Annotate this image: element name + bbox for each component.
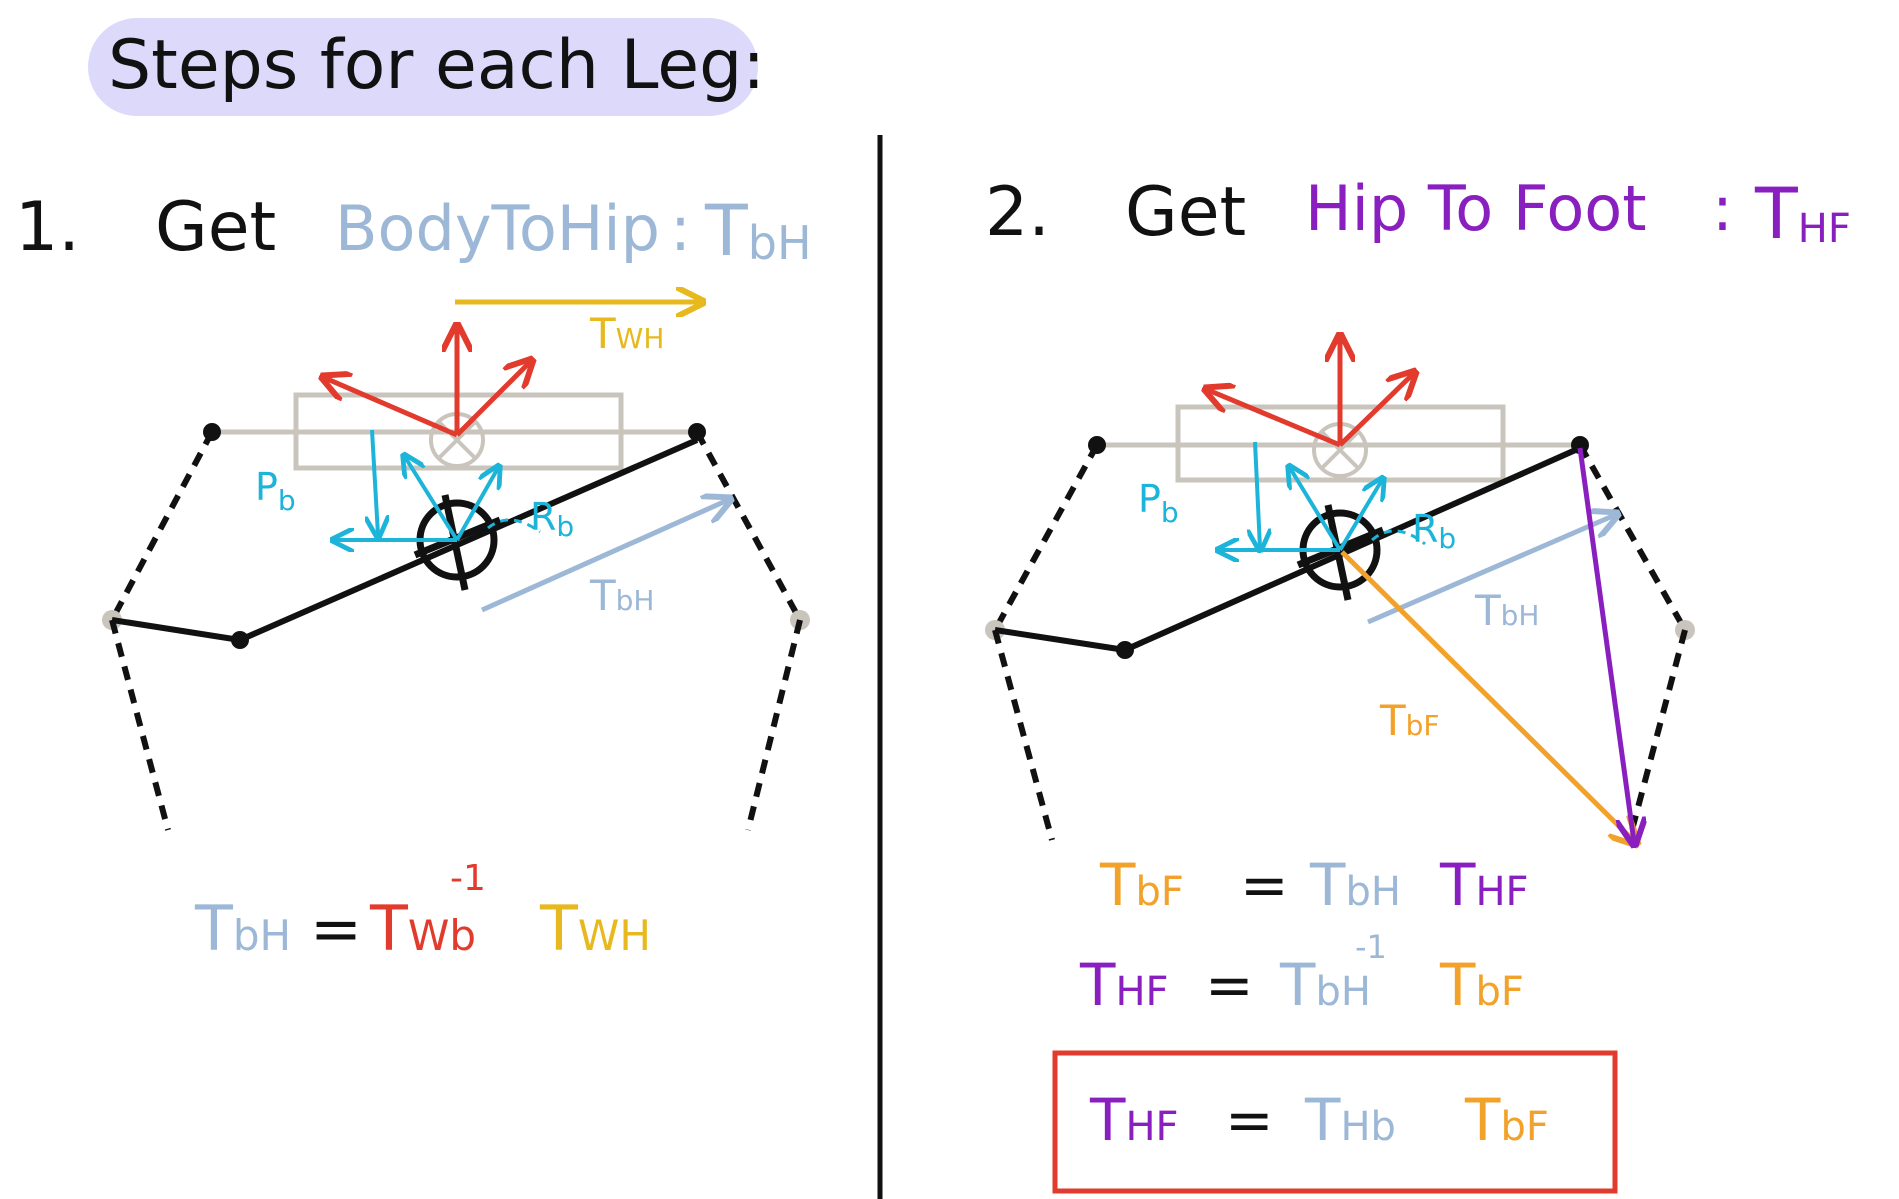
label-tbf-step2: TbF (1379, 696, 1440, 745)
world-axis-x-2 (1208, 390, 1341, 448)
eq2a-equals: = (1240, 851, 1289, 919)
body-joint-2 (1116, 641, 1134, 659)
step2-number: 2. (985, 173, 1050, 252)
step1-diagram (102, 302, 810, 831)
eq2b-equals: = (1205, 951, 1254, 1019)
body-axis-z (405, 457, 459, 542)
world-axis-x (325, 378, 458, 438)
step2-name: Hip To Foot (1305, 172, 1647, 245)
eq2b-t2: TbF (1439, 951, 1524, 1019)
body-axis-z-2 (1290, 468, 1342, 552)
label-rb-step1: Rb (530, 495, 574, 543)
step1-verb: Get (155, 188, 276, 267)
title-highlight (88, 18, 758, 116)
eq2b-lhs: THF (1079, 951, 1169, 1019)
step1-colon: : (670, 192, 691, 265)
right-leg-lower-2 (1629, 629, 1688, 831)
left-leg-lower (109, 619, 171, 831)
eq1-term-twh: TWH (539, 892, 651, 965)
body-origin-symbol (413, 494, 502, 591)
step2-diagram (985, 338, 1695, 842)
body-origin-symbol-2 (1296, 504, 1385, 601)
step1-equation: TbH = TWb -1 TWH (194, 858, 651, 965)
eq2c-t1: THb (1304, 1086, 1396, 1154)
body-joint (231, 631, 249, 649)
arrow-tbf (1340, 550, 1635, 842)
right-leg-upper-2 (1571, 436, 1695, 640)
step2-equation-3: THF = THb TbF (1089, 1086, 1549, 1154)
world-axis-y-2 (1338, 374, 1413, 447)
eq2c-t2: TbF (1464, 1086, 1549, 1154)
step2-equation-1: TbF = TbH THF (1099, 851, 1529, 919)
step1-symbol: TbH (704, 190, 812, 272)
label-twh-step1: TWH (589, 309, 664, 358)
eq2c-lhs: THF (1089, 1086, 1179, 1154)
rotation-arc-rb (487, 518, 541, 534)
label-tbh-step2: TbH (1474, 586, 1539, 635)
world-axis-y (455, 362, 530, 437)
eq1-term-twb-inverse: -1 (450, 858, 486, 899)
title-text: Steps for each Leg: (108, 26, 765, 105)
body-axis-y (455, 468, 498, 541)
step2-colon: : (1712, 172, 1733, 245)
eq1-lhs: TbH (194, 892, 291, 965)
eq2a-t1: TbH (1309, 851, 1401, 919)
right-leg-lower (745, 619, 803, 831)
arrow-thf (1577, 447, 1634, 842)
right-leg-upper (688, 423, 810, 630)
label-pb-step1: Pb (255, 465, 296, 517)
label-tbh-step1: TbH (589, 571, 654, 620)
eq2b-t1: TbH (1279, 951, 1371, 1019)
left-leg-upper (102, 423, 221, 630)
result-box (1052, 1050, 1618, 1194)
step1-number: 1. (15, 188, 80, 267)
step1-name: BodyToHip (335, 192, 660, 265)
rotation-arc-rb-2 (1371, 529, 1426, 546)
eq1-equals: = (310, 892, 362, 965)
label-pb-step2: Pb (1138, 477, 1179, 529)
left-leg-upper-2 (985, 436, 1106, 640)
position-vector-pb-2 (1255, 441, 1260, 548)
eq2a-t2: THF (1439, 851, 1529, 919)
arrow-tbh (480, 500, 728, 613)
body-axis-y-2 (1338, 480, 1382, 552)
eq2c-equals: = (1225, 1086, 1274, 1154)
eq2a-lhs: TbF (1099, 851, 1184, 919)
arrow-tbh-2 (1367, 515, 1615, 625)
eq2b-t1-inverse: -1 (1355, 928, 1387, 966)
left-leg-lower-2 (992, 629, 1055, 841)
step2-equation-2: THF = TbH -1 TbF (1079, 928, 1524, 1019)
step2-verb: Get (1125, 173, 1246, 252)
step2-symbol: THF (1754, 173, 1851, 255)
eq1-term-twb: TWb (369, 892, 476, 965)
position-vector-pb (372, 429, 378, 535)
label-rb-step2: Rb (1412, 507, 1456, 555)
